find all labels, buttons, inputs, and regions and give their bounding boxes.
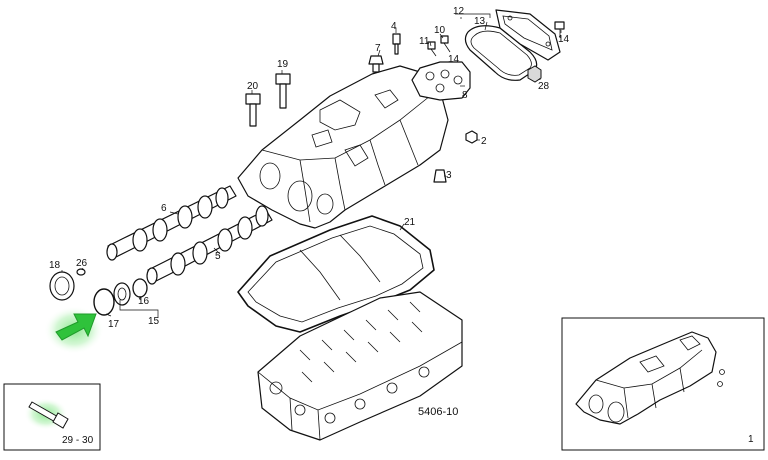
inset-bolt-label: 29 - 30 bbox=[62, 435, 94, 446]
callout-15: 15 bbox=[148, 316, 160, 327]
callout-labels: 4 7 10 11 12 13 14 14 8 28 2 3 19 20 6 5… bbox=[49, 6, 570, 418]
cover-plate-12 bbox=[495, 9, 561, 61]
camshaft-5 bbox=[146, 205, 273, 285]
callout-10: 10 bbox=[434, 25, 446, 36]
callout-2: 2 bbox=[481, 136, 487, 147]
o-ring-17 bbox=[93, 288, 115, 316]
inset-bolt-box: 29 - 30 bbox=[3, 383, 101, 451]
callout-5: 5 bbox=[215, 251, 221, 262]
bolt-14 bbox=[554, 21, 565, 38]
callout-1: 1 bbox=[748, 434, 754, 445]
bolt-11 bbox=[427, 41, 437, 57]
drawing-code: 5406-10 bbox=[418, 406, 458, 418]
grommet-3 bbox=[433, 169, 447, 183]
callout-14b: 14 bbox=[448, 54, 460, 65]
leader-lines bbox=[61, 13, 562, 318]
callout-21: 21 bbox=[404, 217, 416, 228]
chain-guide-plate bbox=[411, 61, 471, 101]
callout-20: 20 bbox=[247, 81, 259, 92]
callout-13: 13 bbox=[474, 16, 486, 27]
gasket-21 bbox=[237, 215, 435, 333]
seal-16 bbox=[132, 278, 148, 298]
valve-cover bbox=[237, 65, 449, 229]
callout-16: 16 bbox=[138, 296, 150, 307]
callout-11: 11 bbox=[419, 36, 430, 47]
callout-12: 12 bbox=[453, 6, 465, 17]
callout-3: 3 bbox=[446, 170, 452, 181]
camshaft-6 bbox=[106, 185, 237, 261]
seal-18 bbox=[49, 271, 75, 301]
callout-26: 26 bbox=[76, 258, 88, 269]
callout-17: 17 bbox=[108, 319, 120, 330]
callout-19: 19 bbox=[277, 59, 289, 70]
callout-14a: 14 bbox=[558, 34, 570, 45]
bolt-20 bbox=[245, 93, 261, 127]
bolt-7 bbox=[368, 55, 384, 73]
nut-28 bbox=[527, 65, 542, 83]
callout-7: 7 bbox=[375, 43, 381, 54]
nut-2 bbox=[465, 130, 478, 144]
pointer-arrow-icon bbox=[44, 306, 104, 354]
bolt-icon bbox=[28, 401, 69, 429]
callout-6: 6 bbox=[161, 203, 167, 214]
callout-18: 18 bbox=[49, 260, 61, 271]
callout-28: 28 bbox=[538, 81, 550, 92]
bolt-10 bbox=[440, 35, 451, 53]
callout-8: 8 bbox=[462, 90, 468, 101]
bolt-19 bbox=[275, 73, 291, 109]
bolt-4 bbox=[392, 33, 401, 55]
ring-26 bbox=[76, 268, 86, 276]
cylinder-head bbox=[257, 291, 463, 441]
callout-4: 4 bbox=[391, 21, 397, 32]
gear-15 bbox=[113, 282, 131, 306]
inset-assembly-box: 1 bbox=[561, 317, 765, 451]
